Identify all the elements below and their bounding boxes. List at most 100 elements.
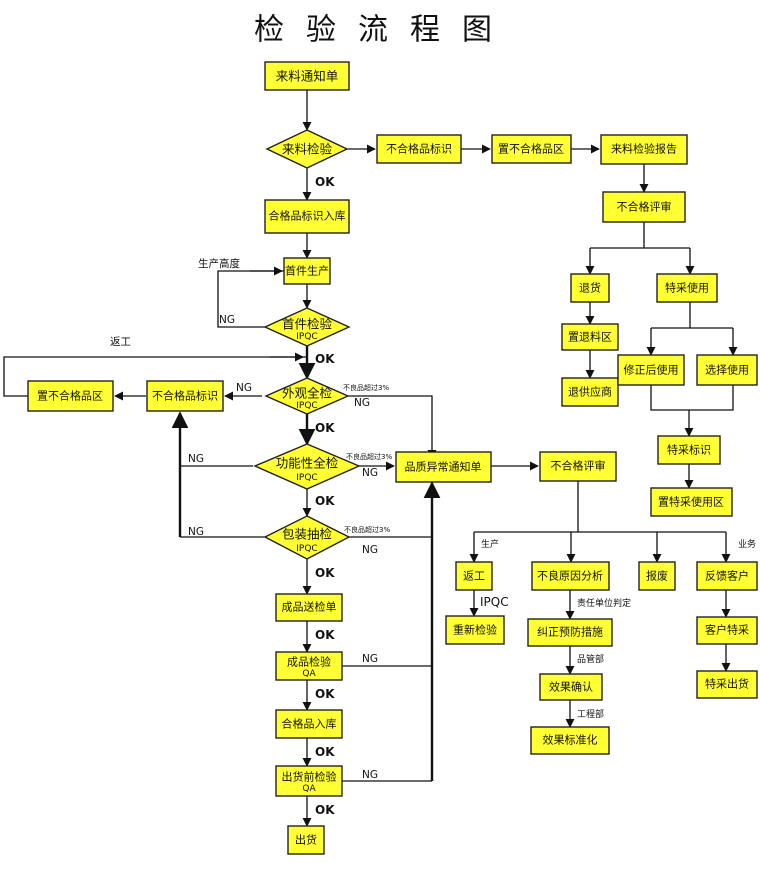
diagram-title: 检验流程图 <box>254 13 514 48</box>
ng-label: NG <box>188 526 204 538</box>
node-good-store: 合格品入库 <box>275 709 343 739</box>
ng-label: NG <box>362 467 378 479</box>
node-scrap: 报废 <box>638 561 676 591</box>
ng-label: NG <box>362 544 378 556</box>
svg-text:置不合格品区: 置不合格品区 <box>498 142 564 156</box>
connectors <box>3 90 738 827</box>
node-special-shipment: 特采出货 <box>696 670 758 699</box>
svg-text:效果确认: 效果确认 <box>549 680 593 694</box>
eng-dept-label: 工程部 <box>577 708 604 720</box>
svg-text:合格品入库: 合格品入库 <box>282 717 337 731</box>
node-customer-special: 客户特采 <box>696 616 758 645</box>
ng-label: NG <box>236 382 252 394</box>
ok-label: OK <box>315 687 335 701</box>
node-corrective-action: 纠正预防措施 <box>527 618 613 647</box>
node-special-use: 特采使用 <box>656 273 718 303</box>
svg-text:重新检验: 重新检验 <box>453 623 497 637</box>
node-effect-confirm: 效果确认 <box>539 673 603 701</box>
node-return-area: 置退料区 <box>561 323 619 351</box>
svg-text:报废: 报废 <box>646 569 668 583</box>
node-incoming-inspection: 来料检验 <box>265 129 349 169</box>
ipqc-label: IPQC <box>480 595 509 609</box>
node-reinspect: 重新检验 <box>445 615 505 645</box>
node-use-after-fix: 修正后使用 <box>617 354 685 386</box>
node-visual-inspection: 外观全检 IPQC <box>264 377 350 415</box>
defect-threshold-label: 不良品超过3% <box>343 383 389 392</box>
svg-text:置退料区: 置退料区 <box>568 330 612 344</box>
svg-text:退供应商: 退供应商 <box>568 385 612 399</box>
svg-text:修正后使用: 修正后使用 <box>624 363 679 377</box>
svg-text:不合格品标识: 不合格品标识 <box>386 142 452 156</box>
nodes: 来料通知单 来料检验 合格品标识入库 首件生产 首件检验 IPQC 外观全检 I… <box>27 61 758 855</box>
svg-text:客户特采: 客户特采 <box>705 623 749 637</box>
rework-loop-label: 返工 <box>110 336 131 348</box>
node-first-inspection: 首件检验 IPQC <box>263 307 351 347</box>
svg-text:置不合格品区: 置不合格品区 <box>37 389 103 403</box>
node-nc-area-2: 置不合格品区 <box>27 380 114 412</box>
node-good-label-store: 合格品标识入库 <box>264 199 350 234</box>
production-label: 生产 <box>481 538 499 550</box>
svg-text:反馈客户: 反馈客户 <box>705 569 749 583</box>
qm-dept-label: 品管部 <box>577 653 604 665</box>
node-packing-inspection: 包装抽检 IPQC <box>263 515 351 560</box>
svg-text:特采出货: 特采出货 <box>705 677 749 691</box>
svg-text:QA: QA <box>302 669 316 679</box>
svg-text:置特采使用区: 置特采使用区 <box>658 495 724 509</box>
svg-text:成品检验: 成品检验 <box>287 655 331 669</box>
svg-text:出货前检验: 出货前检验 <box>282 770 337 784</box>
svg-text:包装抽检: 包装抽检 <box>282 527 333 542</box>
svg-text:合格品标识入库: 合格品标识入库 <box>269 209 346 223</box>
svg-text:不合格品标识: 不合格品标识 <box>152 389 218 403</box>
svg-text:纠正预防措施: 纠正预防措施 <box>537 625 603 639</box>
node-rework: 返工 <box>455 561 493 591</box>
ng-label: NG <box>219 314 235 326</box>
node-effect-standard: 效果标准化 <box>530 726 610 755</box>
node-nc-review-1: 不合格评审 <box>602 191 686 223</box>
node-special-area: 置特采使用区 <box>650 487 733 517</box>
ok-label: OK <box>315 421 335 435</box>
svg-text:选择使用: 选择使用 <box>705 363 749 377</box>
ng-label: NG <box>362 653 378 665</box>
svg-text:不合格评审: 不合格评审 <box>551 459 606 473</box>
svg-text:首件生产: 首件生产 <box>285 264 329 278</box>
node-incoming-notice: 来料通知单 <box>264 61 350 91</box>
ok-label: OK <box>315 566 335 580</box>
ok-label: OK <box>315 175 335 189</box>
node-nc-label-2: 不合格品标识 <box>146 380 224 412</box>
edge-labels: OK OK OK OK OK OK OK OK OK NG NG NG NG N… <box>110 175 756 817</box>
node-feedback-customer: 反馈客户 <box>696 561 758 591</box>
node-pre-ship-inspection: 出货前检验 QA <box>275 765 343 797</box>
node-function-inspection: 功能性全检 IPQC <box>253 443 361 490</box>
svg-text:QA: QA <box>302 784 316 794</box>
svg-text:功能性全检: 功能性全检 <box>276 456 339 471</box>
svg-text:返工: 返工 <box>463 570 485 583</box>
node-incoming-report: 来料检验报告 <box>600 134 688 165</box>
svg-text:特采标识: 特采标识 <box>667 443 711 457</box>
production-height-label: 生产高度 <box>198 257 240 270</box>
svg-text:IPQC: IPQC <box>296 473 317 483</box>
svg-text:首件检验: 首件检验 <box>282 317 333 332</box>
ng-label: NG <box>362 769 378 781</box>
responsibility-label: 责任单位判定 <box>577 597 631 609</box>
svg-text:出货: 出货 <box>295 833 317 847</box>
defect-threshold-label: 不良品超过3% <box>346 452 392 461</box>
node-cause-analysis: 不良原因分析 <box>531 561 610 591</box>
node-first-article: 首件生产 <box>283 257 331 285</box>
ok-label: OK <box>315 628 335 642</box>
svg-text:来料通知单: 来料通知单 <box>276 69 339 84</box>
svg-text:IPQC: IPQC <box>296 332 317 342</box>
node-nc-label-1: 不合格品标识 <box>376 134 462 164</box>
node-nc-area-1: 置不合格品区 <box>491 134 572 164</box>
node-special-label: 特采标识 <box>657 435 721 465</box>
svg-text:品质异常通知单: 品质异常通知单 <box>405 460 482 474</box>
ok-label: OK <box>315 352 335 366</box>
ng-label: NG <box>354 397 370 409</box>
node-return-supplier: 退供应商 <box>561 377 619 407</box>
svg-text:不良原因分析: 不良原因分析 <box>537 569 603 583</box>
svg-text:来料检验报告: 来料检验报告 <box>611 142 677 156</box>
defect-threshold-label: 不良品超过3% <box>344 525 390 534</box>
node-finished-inspection: 成品检验 QA <box>275 651 343 681</box>
node-nc-review-2: 不合格评审 <box>539 451 617 482</box>
node-finished-sheet: 成品送检单 <box>275 593 343 622</box>
svg-text:特采使用: 特采使用 <box>665 281 709 295</box>
